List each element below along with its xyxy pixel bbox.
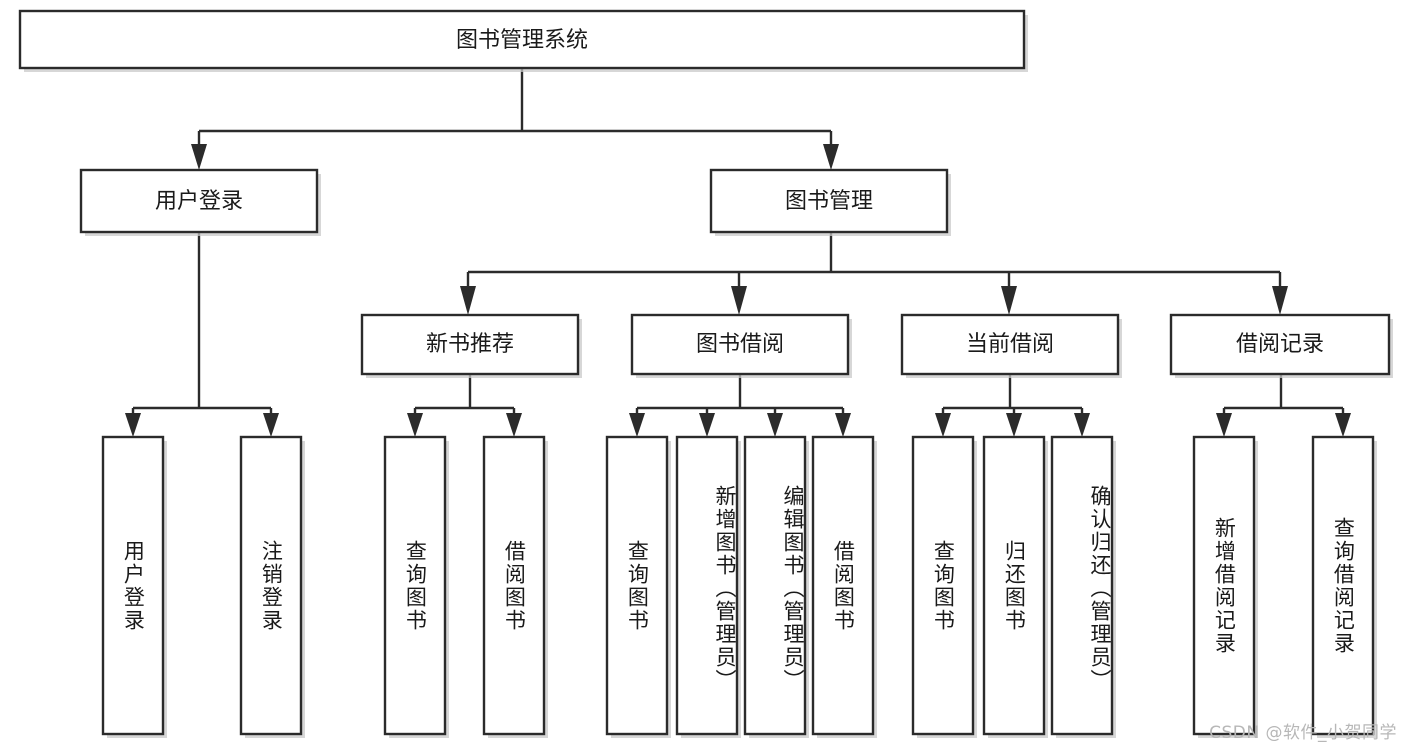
arrow-head-icon: [191, 144, 207, 170]
node-rect[interactable]: [18, 9, 1026, 70]
connector-group-root: [191, 68, 839, 170]
connector-group-current-borrow: [935, 374, 1090, 437]
arrow-head-icon: [1074, 413, 1090, 437]
connector-group-book-manage: [460, 232, 1288, 315]
node-rect[interactable]: [982, 435, 1046, 736]
arrow-head-icon: [506, 413, 522, 437]
node-leaf-add-book[interactable]: [675, 435, 741, 738]
arrow-head-icon: [731, 286, 747, 315]
arrow-head-icon: [263, 413, 279, 437]
node-rect[interactable]: [709, 168, 949, 234]
node-rect[interactable]: [911, 435, 975, 736]
connector-group-user-login: [125, 232, 279, 437]
node-label-current-borrow: 当前借阅: [966, 332, 1054, 357]
node-book-manage[interactable]: 图书管理: [709, 168, 951, 236]
node-rect[interactable]: [239, 435, 303, 736]
node-leaf-user-login[interactable]: [101, 435, 167, 738]
node-rect[interactable]: [743, 435, 807, 736]
node-leaf-add-record[interactable]: [1192, 435, 1258, 738]
node-rect[interactable]: [630, 313, 850, 376]
node-rect[interactable]: [1192, 435, 1256, 736]
leaf-boxes: [101, 435, 1377, 738]
node-label-new-book-rec: 新书推荐: [426, 332, 514, 357]
node-book-borrow[interactable]: 图书借阅: [630, 313, 852, 378]
node-leaf-query-book-3[interactable]: [911, 435, 977, 738]
node-rect[interactable]: [360, 313, 580, 376]
node-root[interactable]: 图书管理系统: [18, 9, 1028, 72]
node-rect[interactable]: [900, 313, 1120, 376]
node-leaf-query-record[interactable]: [1311, 435, 1377, 738]
node-leaf-borrow-book-2[interactable]: [811, 435, 877, 738]
node-current-borrow[interactable]: 当前借阅: [900, 313, 1122, 378]
node-label-book-borrow: 图书借阅: [696, 332, 784, 357]
node-rect[interactable]: [811, 435, 875, 736]
arrow-head-icon: [835, 413, 851, 437]
arrow-head-icon: [767, 413, 783, 437]
node-borrow-record[interactable]: 借阅记录: [1169, 313, 1393, 378]
node-rect[interactable]: [605, 435, 669, 736]
arrow-head-icon: [699, 413, 715, 437]
node-leaf-borrow-book-1[interactable]: [482, 435, 548, 738]
node-rect[interactable]: [1311, 435, 1375, 736]
node-label-root: 图书管理系统: [456, 28, 588, 53]
arrow-head-icon: [935, 413, 951, 437]
watermark-text: CSDN @软件_小贺同学: [1209, 723, 1397, 743]
connector-group-book-borrow: [629, 374, 851, 437]
connector-group-borrow-record: [1216, 374, 1351, 437]
node-leaf-return-book[interactable]: [982, 435, 1048, 738]
arrow-head-icon: [1001, 286, 1017, 315]
node-rect[interactable]: [79, 168, 319, 234]
node-label-borrow-record: 借阅记录: [1236, 332, 1324, 357]
arrow-head-icon: [407, 413, 423, 437]
node-rect[interactable]: [1050, 435, 1114, 736]
arrow-head-icon: [125, 413, 141, 437]
node-rect[interactable]: [1169, 313, 1391, 376]
node-rect[interactable]: [482, 435, 546, 736]
node-leaf-edit-book[interactable]: [743, 435, 809, 738]
node-new-book-rec[interactable]: 新书推荐: [360, 313, 582, 378]
arrow-head-icon: [1335, 413, 1351, 437]
node-label-user-login: 用户登录: [155, 189, 243, 214]
arrow-head-icon: [629, 413, 645, 437]
node-leaf-query-book-1[interactable]: [383, 435, 449, 738]
node-leaf-query-book-2[interactable]: [605, 435, 671, 738]
node-leaf-logout[interactable]: [239, 435, 305, 738]
node-rect[interactable]: [675, 435, 739, 736]
arrow-head-icon: [1006, 413, 1022, 437]
arrow-head-icon: [1272, 286, 1288, 315]
arrow-head-icon: [1216, 413, 1232, 437]
node-rect[interactable]: [101, 435, 165, 736]
arrow-head-icon: [823, 144, 839, 170]
node-label-book-manage: 图书管理: [785, 189, 873, 214]
arrow-head-icon: [460, 286, 476, 315]
connector-group-new-book-rec: [407, 374, 522, 437]
node-leaf-confirm-return[interactable]: [1050, 435, 1116, 738]
node-user-login[interactable]: 用户登录: [79, 168, 321, 236]
node-rect[interactable]: [383, 435, 447, 736]
